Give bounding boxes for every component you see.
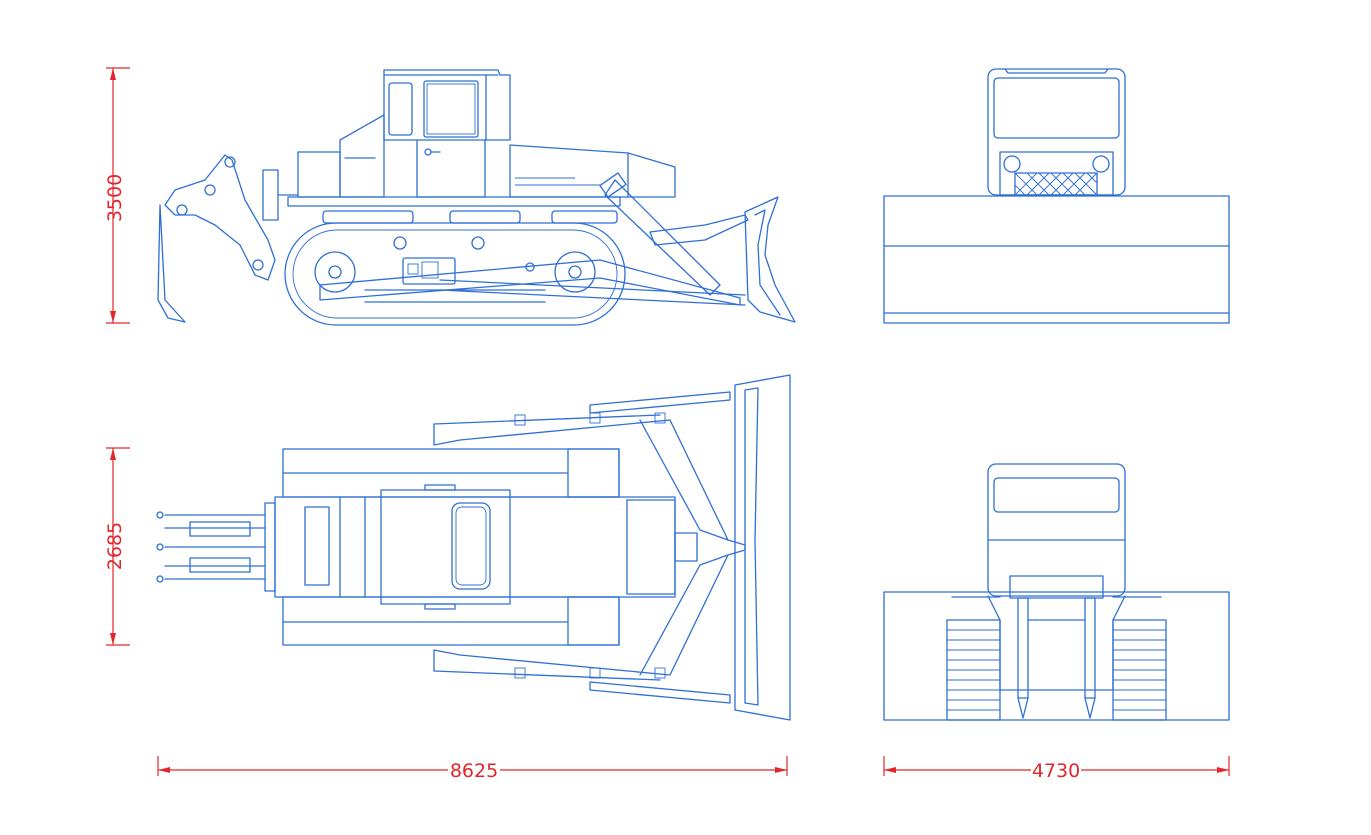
dimension-side-height: 3500 — [104, 67, 130, 324]
dimension-label-3500: 3500 — [104, 174, 126, 222]
dimension-label-4730: 4730 — [1032, 760, 1080, 782]
rear-view — [883, 463, 1230, 721]
dimension-top-width: 2685 — [104, 447, 130, 646]
top-view — [156, 374, 791, 721]
dimension-overall-width: 4730 — [883, 756, 1230, 782]
side-view — [157, 69, 796, 326]
front-view — [883, 68, 1230, 324]
dimension-label-8625: 8625 — [450, 760, 498, 782]
dimension-label-2685: 2685 — [104, 522, 126, 570]
dimension-overall-length: 8625 — [157, 756, 788, 782]
